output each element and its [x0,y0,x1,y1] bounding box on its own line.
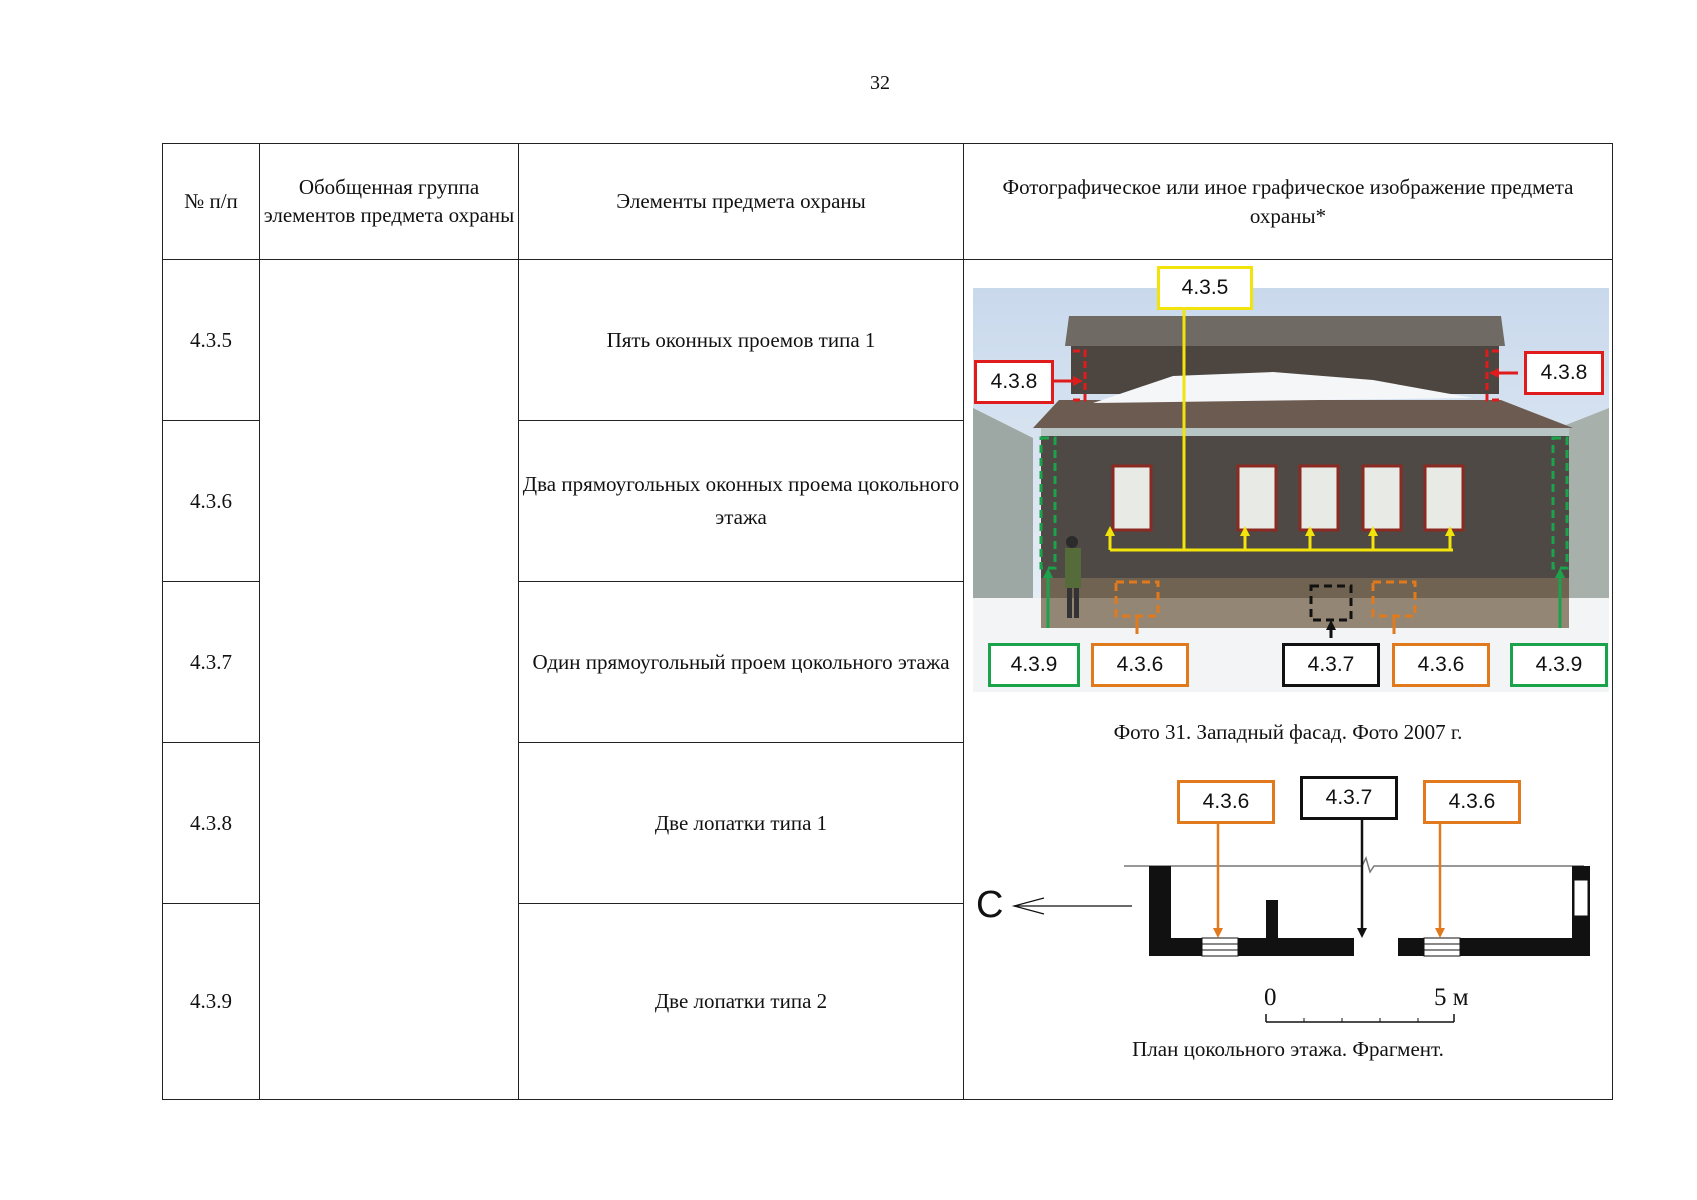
figure-cell: 4.3.5 4.3.8 4.3.8 4.3.9 4.3.6 4.3.7 4.3.… [963,259,1613,1100]
window [1423,464,1465,532]
label-438-right: 4.3.8 [1524,351,1604,395]
row-number: 4.3.8 [162,742,260,904]
window [1298,464,1340,532]
roof-snow [1093,372,1473,403]
basement-plan [1011,820,1590,957]
header-image: Фотографическое или иное графическое изо… [963,143,1613,260]
row-number: 4.3.9 [162,903,260,1100]
scale-start: 0 [1264,984,1277,1011]
row-element: Один прямоугольный проем цокольного этаж… [518,581,964,743]
figure-area: 4.3.5 4.3.8 4.3.8 4.3.9 4.3.6 4.3.7 4.3.… [964,260,1612,1098]
window [1236,464,1278,532]
row-element: Два прямоугольных оконных проема цокольн… [518,420,964,582]
label-435: 4.3.5 [1157,266,1253,310]
person [1065,536,1081,618]
header-elements: Элементы предмета охраны [518,143,964,260]
roof-top [1065,316,1505,346]
row-number: 4.3.7 [162,581,260,743]
scale-end: 5 м [1434,984,1469,1011]
label-438-left: 4.3.8 [974,360,1054,404]
table-header-row: № п/п Обобщенная группа элементов предме… [162,143,1613,260]
plan-window [1201,937,1239,957]
label-439-left: 4.3.9 [988,643,1080,687]
plan-label-437: 4.3.7 [1300,776,1398,820]
row-number: 4.3.5 [162,259,260,421]
roof-lower [1033,400,1573,428]
window [1111,464,1153,532]
group-cell [259,259,519,1100]
hill-left [973,408,1033,628]
plan-label-436-right: 4.3.6 [1423,780,1521,824]
facade-photo [973,288,1609,692]
table-row: 4.3.8 Две лопатки типа 1 [162,742,1613,904]
row-element: Две лопатки типа 2 [518,903,964,1100]
north-letter: С [976,884,1004,926]
plan-label-436-left: 4.3.6 [1177,780,1275,824]
header-num: № п/п [162,143,260,260]
page-number: 32 [870,72,890,94]
plan-side-window [1573,879,1589,917]
header-group: Обобщенная группа элементов предмета охр… [259,143,519,260]
plan-window [1423,937,1461,957]
label-436-left: 4.3.6 [1091,643,1189,687]
row-element: Пять оконных проемов типа 1 [518,259,964,421]
cornice [1041,428,1569,436]
label-437: 4.3.7 [1282,643,1380,687]
plan-wall-left [1149,866,1171,956]
scale-bar [1265,1014,1455,1023]
label-439-right: 4.3.9 [1510,643,1608,687]
table-row: 4.3.6 Два прямоугольных оконных проема ц… [162,420,1613,582]
protection-table: № п/п Обобщенная группа элементов предме… [162,143,1613,1100]
row-element: Две лопатки типа 1 [518,742,964,904]
label-436-right: 4.3.6 [1392,643,1490,687]
plan-partition [1266,900,1278,940]
photo-caption: Фото 31. Западный фасад. Фото 2007 г. [1113,720,1463,744]
row-number: 4.3.6 [162,420,260,582]
window [1361,464,1403,532]
table-row: 4.3.5 Пять оконных проемов типа 1 [162,259,1613,1100]
plan-caption: План цокольного этажа. Фрагмент. [1132,1037,1444,1061]
table-row: 4.3.9 Две лопатки типа 2 [162,903,1613,1100]
table-row: 4.3.7 Один прямоугольный проем цокольног… [162,581,1613,743]
plan-opening [1354,938,1398,956]
dry-grass [1041,578,1569,628]
